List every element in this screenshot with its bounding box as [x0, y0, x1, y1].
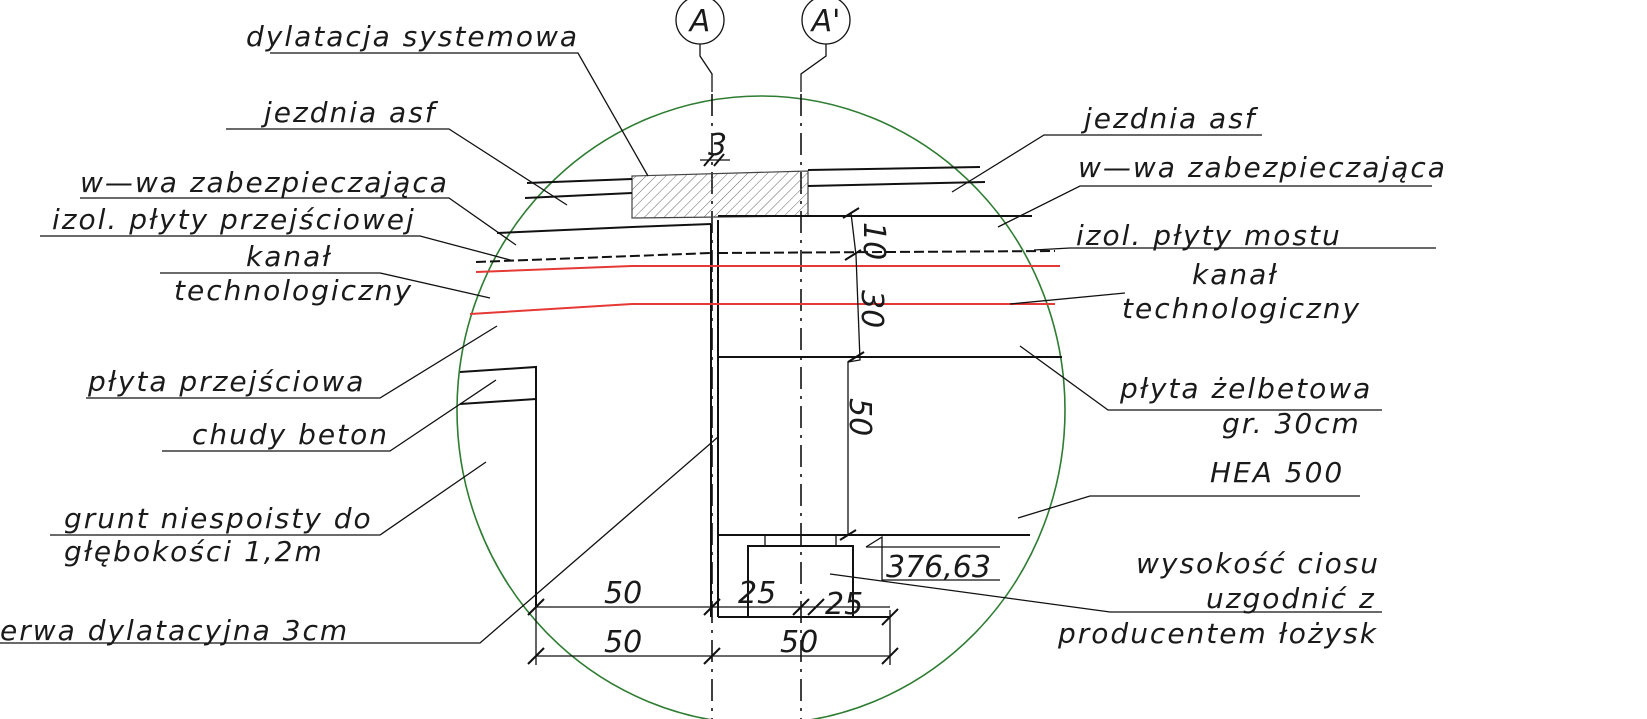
right-layers — [717, 166, 1062, 618]
label-transition-slab-insulation: izol. płyty przejściowej — [52, 203, 416, 236]
dim-50-a: 50 — [604, 576, 642, 611]
dim-25-a: 25 — [738, 576, 776, 611]
left-leaders — [0, 52, 719, 644]
axis-a-label: A — [688, 4, 711, 39]
label-pedestal-height-3: producentem łożysk — [1057, 617, 1378, 650]
left-layers — [459, 178, 719, 617]
label-bridge-slab-insulation: izol. płyty mostu — [1076, 219, 1342, 252]
dim-10: 10 — [856, 222, 891, 260]
right-leaders — [829, 134, 1436, 613]
dim-25-b: 25 — [825, 587, 863, 622]
elevation-value: 376,63 — [886, 550, 991, 585]
system-expansion-joint — [631, 170, 809, 219]
label-hea-500: HEA 500 — [1210, 456, 1344, 489]
technical-channel — [469, 265, 1060, 315]
label-pedestal-height-2: uzgodnić z — [1206, 582, 1376, 615]
label-lean-concrete: chudy beton — [192, 418, 389, 451]
label-protective-layer-left: w—wa zabezpieczająca — [80, 166, 449, 199]
gap-dimension: 3 — [700, 128, 730, 167]
horizontal-dimensions: 50 25 25 50 50 — [527, 576, 899, 665]
dim-30: 30 — [854, 290, 889, 328]
elevation-marker: 376,63 — [865, 535, 1000, 585]
label-transition-slab: płyta przejściowa — [87, 365, 365, 398]
dim-50-b: 50 — [604, 625, 642, 660]
label-channel-right-1: kanał — [1192, 258, 1278, 291]
label-channel-left-1: kanał — [246, 240, 332, 273]
vertical-dimensions: 10 30 50 — [839, 207, 891, 541]
detail-circle — [456, 95, 1066, 719]
dim-3: 3 — [708, 128, 727, 163]
label-pedestal-height-1: wysokość ciosu — [1136, 547, 1380, 580]
label-rc-slab-2: gr. 30cm — [1222, 407, 1361, 440]
axis-a: A — [675, 0, 725, 719]
label-channel-left-2: technologiczny — [174, 274, 413, 307]
label-channel-right-2: technologiczny — [1122, 292, 1361, 325]
label-system-expansion-joint: dylatacja systemowa — [246, 20, 579, 53]
label-protective-layer-right: w—wa zabezpieczająca — [1078, 151, 1447, 184]
axis-a-prime-label: A' — [810, 4, 841, 39]
label-asphalt-road-right: jezdnia asf — [1080, 102, 1259, 135]
dim-50-c: 50 — [780, 625, 818, 660]
label-asphalt-road-left: jezdnia asf — [260, 96, 439, 129]
label-soil-1: grunt niespoisty do — [64, 502, 373, 535]
dim-50-vertical: 50 — [842, 398, 877, 436]
label-soil-2: głębokości 1,2m — [64, 535, 324, 568]
axis-a-prime: A' — [800, 0, 851, 719]
label-expansion-gap: erwa dylatacyjna 3cm — [0, 614, 349, 647]
label-rc-slab-1: płyta żelbetowa — [1119, 372, 1372, 405]
